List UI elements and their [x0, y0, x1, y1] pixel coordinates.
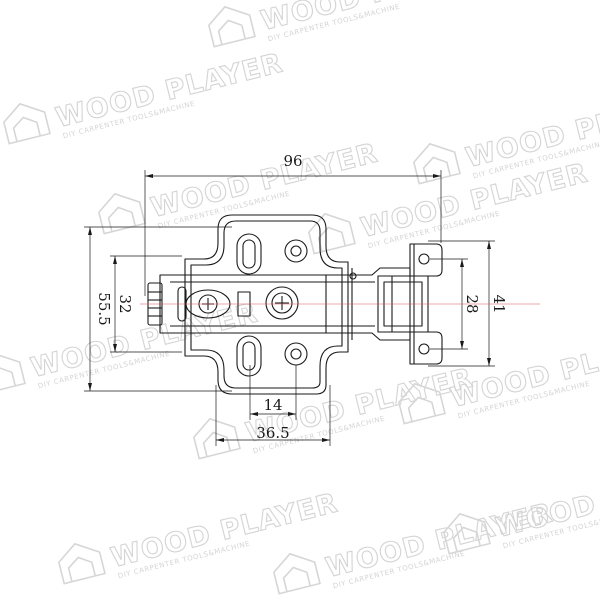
watermark-tile: WOOD PLAYER DIY CARPENTER TOOLS&MACHINE	[57, 487, 342, 585]
hinge-body	[147, 214, 443, 395]
watermark-brand: WOOD PLAYER	[148, 138, 381, 224]
watermark-tile: WOOD PLAYER DIY CARPENTER TOOLS&MACHINE	[2, 47, 287, 145]
arrow-icon	[487, 358, 491, 366]
cup-hole-top	[418, 253, 430, 265]
fixing-screw-outer	[265, 286, 299, 320]
house-logo-icon	[2, 102, 51, 145]
arrow-icon	[88, 383, 92, 391]
arrow-icon	[88, 227, 92, 235]
dimension-arrows	[88, 174, 491, 442]
dim-label-55-5: 55.5	[95, 292, 113, 325]
arrow-icon	[288, 412, 296, 416]
dim-label-32: 32	[116, 294, 134, 313]
house-logo-icon	[192, 417, 241, 460]
mounting-hole-top-inner	[290, 245, 302, 257]
house-logo-icon	[97, 192, 146, 235]
plate-boss	[349, 272, 357, 280]
house-logo-icon	[0, 352, 26, 395]
arrow-icon	[145, 174, 153, 178]
arrow-icon	[113, 344, 117, 352]
mounting-hole-bottom	[284, 342, 308, 366]
mounting-slot-top-inner	[242, 239, 256, 269]
watermark-brand: WOOD PLAYER	[53, 48, 286, 134]
cup-ear-bottom	[409, 331, 443, 365]
dimension-lines	[84, 170, 495, 446]
cup-hole-bottom	[418, 343, 430, 355]
dimension-labels: 96 55.5 32 41 28 14 36.5	[95, 152, 508, 442]
arrow-icon	[487, 241, 491, 249]
watermark-brand: WOOD PLAYER	[28, 298, 261, 384]
arrow-icon	[460, 259, 464, 267]
arrow-icon	[216, 438, 224, 442]
mounting-plate-inner	[190, 220, 343, 389]
arrow-icon	[322, 438, 330, 442]
dim-label-28: 28	[463, 294, 481, 313]
mounting-plate-outline	[184, 214, 349, 395]
cup-knuckle-inner	[383, 281, 423, 327]
arrow-icon	[460, 341, 464, 349]
dim-label-96: 96	[283, 152, 302, 170]
arrow-icon	[433, 174, 441, 178]
arrow-icon	[113, 256, 117, 264]
house-logo-icon	[412, 142, 461, 185]
dim-label-36-5: 36.5	[256, 424, 289, 442]
dim-label-14: 14	[263, 396, 282, 414]
house-logo-icon	[397, 382, 446, 425]
hinge-arm-inner	[170, 281, 375, 327]
cup-ear-top	[409, 243, 443, 277]
mounting-slot-bottom-inner	[242, 341, 256, 371]
arrow-icon	[250, 412, 258, 416]
mounting-hole-top	[284, 239, 308, 263]
fixing-screw-icon	[271, 292, 293, 314]
mounting-hole-bottom-inner	[290, 348, 302, 360]
house-logo-icon	[57, 542, 106, 585]
watermark-tile: WOOD PLAYER DIY CARPENTER TOOLS&MACHINE	[97, 137, 382, 235]
watermark-tile: WOOD PLAYER DIY CARPENTER TOOLS&MACHINE	[207, 0, 492, 48]
mounting-slot-bottom	[236, 335, 262, 377]
house-logo-icon	[442, 512, 491, 555]
house-logo-icon	[272, 552, 321, 595]
mounting-slot-top	[236, 233, 262, 275]
dim-label-41: 41	[490, 294, 508, 313]
house-logo-icon	[207, 5, 256, 48]
watermark-brand: WOOD PLAYER	[108, 488, 341, 574]
